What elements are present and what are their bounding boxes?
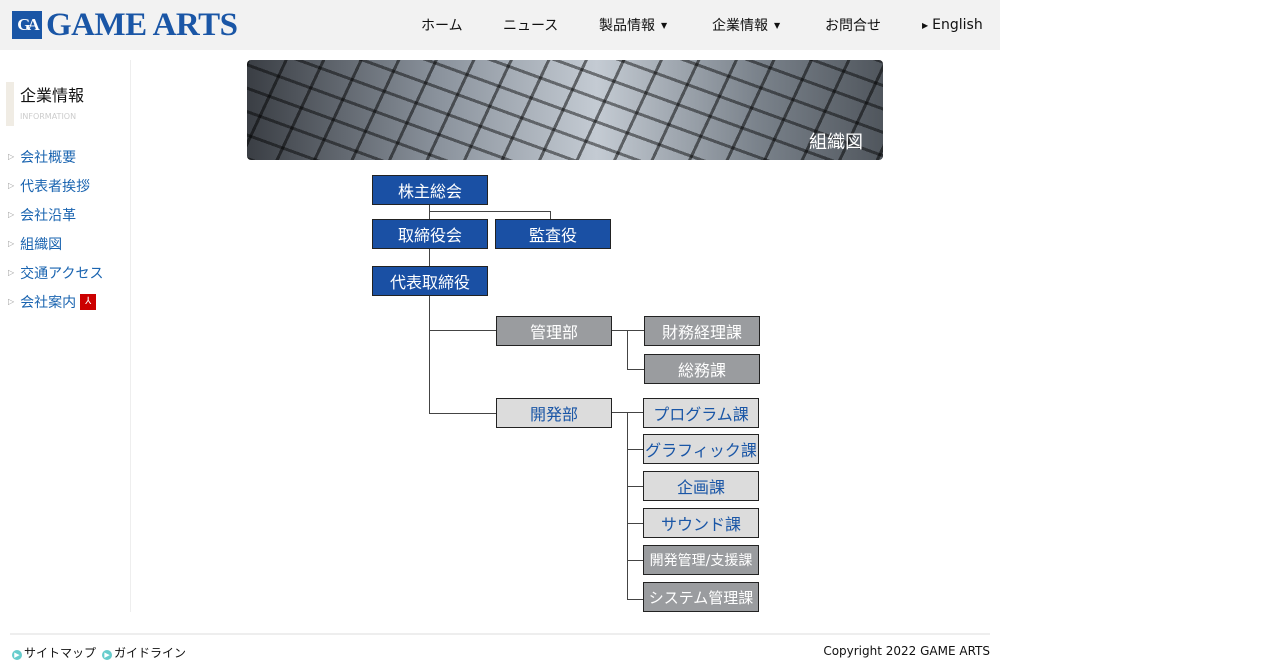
sidebar-item-brochure[interactable]: ▷ 会社案内⅄ — [8, 287, 103, 316]
connector-line — [550, 211, 551, 219]
sidebar-item-label: 代表者挨拶 — [20, 178, 91, 195]
nav-products[interactable]: 製品情報 ▼ — [599, 0, 667, 50]
game-arts-logo[interactable]: GA GAME ARTS — [12, 7, 238, 43]
org-box-planning: 企画課 — [643, 471, 759, 501]
connector-line — [429, 211, 551, 212]
org-box-sound: サウンド課 — [643, 508, 759, 538]
guideline-link[interactable]: ▶ガイドライン — [102, 644, 186, 661]
sidebar-item-label: 組織図 — [20, 236, 63, 253]
nav-news-label[interactable]: ニュース — [503, 18, 559, 34]
site-header: GA GAME ARTS ホーム ニュース 製品情報 ▼ 企業情報 ▼ お問合せ ▶… — [0, 0, 1000, 50]
org-box-finance: 財務経理課 — [644, 316, 760, 346]
dropdown-triangle-icon: ▼ — [774, 20, 781, 30]
connector-line — [429, 248, 430, 266]
sidebar-item-org-chart[interactable]: ▷ 組織図 — [8, 229, 103, 258]
sidebar-title: 企業情報 — [20, 86, 85, 105]
nav-home-label[interactable]: ホーム — [421, 18, 463, 34]
org-box-devmgmt: 開発管理/支援課 — [643, 545, 759, 575]
sidebar-subtitle: INFORMATION — [20, 112, 77, 121]
nav-contact[interactable]: お問合せ — [825, 0, 881, 50]
page-banner: 組織図 — [247, 60, 883, 160]
play-triangle-icon: ▶ — [922, 20, 929, 30]
nav-english-label[interactable]: English — [932, 17, 983, 33]
arrow-icon: ▷ — [8, 181, 15, 190]
arrow-icon: ▷ — [8, 210, 15, 219]
connector-line — [627, 330, 628, 370]
footer-divider — [10, 633, 990, 635]
arrow-icon: ▷ — [8, 152, 15, 161]
nav-english[interactable]: ▶English — [922, 0, 983, 50]
connector-line — [429, 413, 496, 414]
org-box-program: プログラム課 — [643, 398, 759, 428]
arrow-circle-icon: ▶ — [102, 650, 113, 660]
org-box-auditor: 監査役 — [495, 219, 611, 249]
sidebar: 企業情報 INFORMATION ▷ 会社概要 ▷ 代表者挨拶 ▷ 会社沿革 ▷ 組織図… — [0, 60, 131, 612]
org-box-general: 総務課 — [644, 354, 760, 384]
org-box-dev: 開発部 — [496, 398, 612, 428]
logo-mark: GA — [12, 11, 42, 39]
sidebar-item-history[interactable]: ▷ 会社沿革 — [8, 200, 103, 229]
connector-line — [627, 486, 644, 487]
logo-text: GAME ARTS — [46, 7, 238, 43]
sidebar-item-label: 会社沿革 — [20, 207, 77, 224]
sidebar-item-overview[interactable]: ▷ 会社概要 — [8, 142, 103, 171]
connector-line — [429, 330, 496, 331]
org-box-shareholders: 株主総会 — [372, 175, 488, 205]
sidebar-item-label: 会社概要 — [20, 149, 77, 166]
sidebar-item-greeting[interactable]: ▷ 代表者挨拶 — [8, 171, 103, 200]
sidebar-item-label: 会社案内 — [20, 294, 77, 311]
connector-line — [627, 449, 644, 450]
sidebar-menu: ▷ 会社概要 ▷ 代表者挨拶 ▷ 会社沿革 ▷ 組織図 ▷ 交通アクセス ▷ 会社案内⅄ — [8, 142, 103, 316]
org-box-sysmgmt: システム管理課 — [643, 582, 759, 612]
org-box-admin: 管理部 — [496, 316, 612, 346]
nav-company[interactable]: 企業情報 ▼ — [712, 0, 780, 50]
dropdown-triangle-icon: ▼ — [661, 20, 668, 30]
arrow-icon: ▷ — [8, 239, 15, 248]
nav-products-label[interactable]: 製品情報 — [599, 18, 655, 34]
connector-line — [627, 412, 628, 600]
nav-home[interactable]: ホーム — [421, 0, 463, 50]
copyright: Copyright 2022 GAME ARTS — [823, 644, 990, 658]
connector-line — [627, 369, 644, 370]
org-box-board: 取締役会 — [372, 219, 488, 249]
arrow-icon: ▷ — [8, 297, 15, 306]
pdf-icon: ⅄ — [80, 293, 97, 310]
nav-news[interactable]: ニュース — [503, 0, 558, 50]
org-box-graphic: グラフィック課 — [643, 434, 759, 464]
page-title: 組織図 — [809, 132, 863, 153]
guideline-label: ガイドライン — [114, 646, 187, 660]
connector-line — [627, 523, 644, 524]
footer-links: ▶サイトマップ ▶ガイドライン — [12, 644, 186, 661]
arrow-icon: ▷ — [8, 268, 15, 277]
sidebar-item-label: 交通アクセス — [20, 265, 104, 282]
sidebar-item-access[interactable]: ▷ 交通アクセス — [8, 258, 103, 287]
org-box-ceo: 代表取締役 — [372, 266, 488, 296]
connector-line — [627, 560, 644, 561]
nav-contact-label[interactable]: お問合せ — [825, 18, 881, 34]
sitemap-link[interactable]: ▶サイトマップ — [12, 644, 96, 661]
nav-company-label[interactable]: 企業情報 — [712, 18, 768, 34]
sidebar-heading: 企業情報 INFORMATION — [6, 82, 84, 126]
connector-line — [627, 599, 644, 600]
connector-line — [429, 296, 430, 414]
arrow-circle-icon: ▶ — [12, 650, 22, 660]
sitemap-label: サイトマップ — [24, 646, 97, 660]
